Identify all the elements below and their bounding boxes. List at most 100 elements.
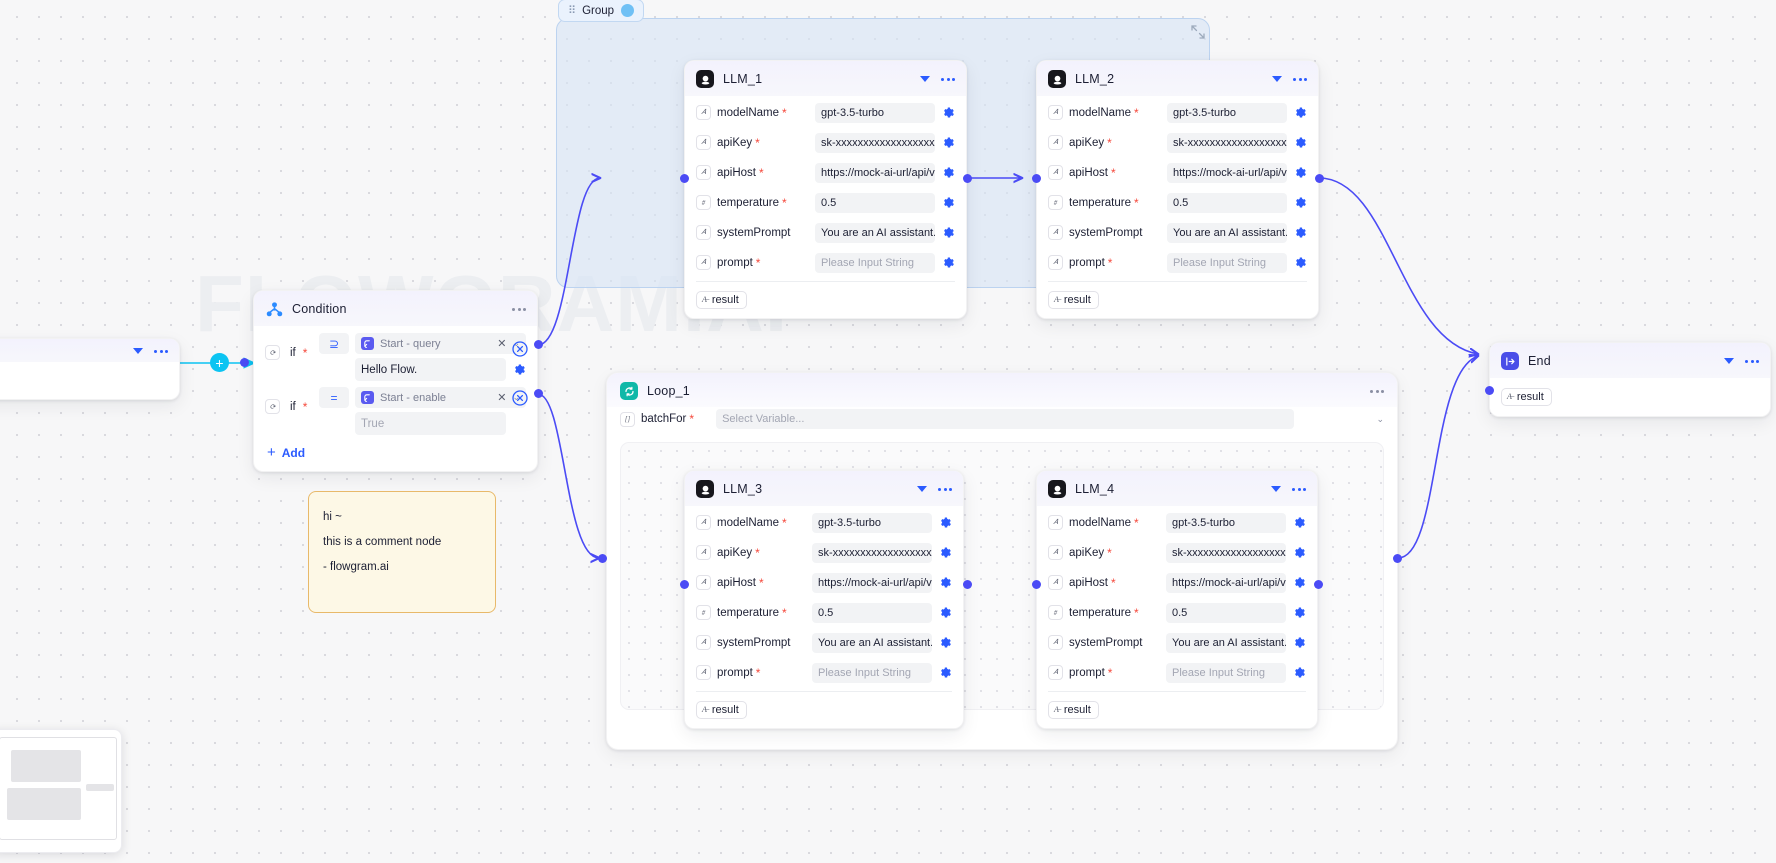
more-options-icon[interactable] xyxy=(1370,389,1384,393)
field-value-apiKey[interactable]: sk-xxxxxxxxxxxxxxxxxxxx xyxy=(812,542,932,563)
port-llm4-out[interactable] xyxy=(1314,580,1323,589)
gear-icon[interactable] xyxy=(1294,226,1307,239)
field-value-apiHost[interactable]: https://mock-ai-url/api/v xyxy=(1166,572,1286,593)
add-condition-button[interactable]: + Add xyxy=(265,441,526,460)
port-loop-in[interactable] xyxy=(598,554,607,563)
chevron-down-icon[interactable] xyxy=(920,76,930,82)
operator-badge[interactable]: ⊇ xyxy=(319,333,349,354)
field-value-prompt[interactable]: Please Input String xyxy=(1166,662,1286,683)
port-llm4-in[interactable] xyxy=(1032,580,1041,589)
field-value-modelName[interactable]: gpt-3.5-turbo xyxy=(1166,512,1286,533)
chevron-down-icon[interactable] xyxy=(917,486,927,492)
gear-icon[interactable] xyxy=(942,106,955,119)
loop-header[interactable]: Loop_1 xyxy=(607,373,1397,407)
field-value-systemPrompt[interactable]: You are an AI assistant. xyxy=(812,632,932,653)
field-value-temperature[interactable]: 0.5 xyxy=(1166,602,1286,623)
field-value-modelName[interactable]: gpt-3.5-turbo xyxy=(815,102,935,123)
group-color-swatch[interactable] xyxy=(621,4,635,17)
gear-icon[interactable] xyxy=(939,666,952,679)
condition-value[interactable]: Hello Flow. xyxy=(355,358,506,381)
port-llm2-in[interactable] xyxy=(1032,174,1041,183)
loop-batchfor-row[interactable]: [] batchFor * Select Variable... ⌄ xyxy=(607,407,1397,438)
gear-icon[interactable] xyxy=(942,136,955,149)
field-value-apiHost[interactable]: https://mock-ai-url/api/v xyxy=(815,162,935,183)
add-node-button[interactable]: + xyxy=(210,353,229,372)
operator-badge[interactable]: = xyxy=(319,387,349,408)
field-row-temperature[interactable]: #temperature*0.5 xyxy=(696,190,955,215)
group-header[interactable]: ⠿ Group xyxy=(558,0,645,22)
field-value-systemPrompt[interactable]: You are an AI assistant. xyxy=(1166,632,1286,653)
field-value-prompt[interactable]: Please Input String xyxy=(815,252,935,273)
field-row-temperature[interactable]: #temperature*0.5 xyxy=(1048,190,1307,215)
delete-branch-icon[interactable] xyxy=(512,390,528,411)
gear-icon[interactable] xyxy=(1294,166,1307,179)
batchfor-select[interactable]: Select Variable... xyxy=(716,409,1295,429)
field-value-systemPrompt[interactable]: You are an AI assistant. xyxy=(815,222,935,243)
delete-branch-icon[interactable] xyxy=(512,341,528,362)
chevron-down-icon[interactable] xyxy=(1271,486,1281,492)
chevron-down-icon[interactable] xyxy=(1724,358,1734,364)
gear-icon[interactable] xyxy=(942,196,955,209)
field-value-temperature[interactable]: 0.5 xyxy=(1167,192,1287,213)
minimap[interactable] xyxy=(0,729,122,853)
field-value-prompt[interactable]: Please Input String xyxy=(1167,252,1287,273)
variable-selector[interactable]: Start - enable ✕ ⌄ xyxy=(355,387,526,408)
llm4-header[interactable]: LLM_4 xyxy=(1037,471,1317,506)
variable-selector[interactable]: Start - query ✕ ⌄ xyxy=(355,333,526,354)
condition-row[interactable]: ⟳ if * = Start - enable ✕ ⌄ True xyxy=(265,387,526,435)
more-options-icon[interactable] xyxy=(1293,77,1307,81)
close-icon[interactable]: ✕ xyxy=(497,338,507,350)
gear-icon[interactable] xyxy=(939,606,952,619)
port-llm3-in[interactable] xyxy=(680,580,689,589)
more-options-icon[interactable] xyxy=(154,349,168,353)
gear-icon[interactable] xyxy=(513,363,526,376)
field-value-prompt[interactable]: Please Input String xyxy=(812,662,932,683)
field-value-apiKey[interactable]: sk-xxxxxxxxxxxxxxxxxxxx xyxy=(1167,132,1287,153)
field-value-apiHost[interactable]: https://mock-ai-url/api/v xyxy=(812,572,932,593)
port-end-in[interactable] xyxy=(1485,386,1494,395)
field-value-temperature[interactable]: 0.5 xyxy=(815,192,935,213)
gear-icon[interactable] xyxy=(939,546,952,559)
gear-icon[interactable] xyxy=(1294,106,1307,119)
gear-icon[interactable] xyxy=(939,576,952,589)
gear-icon[interactable] xyxy=(1293,666,1306,679)
node-start[interactable]: [ ] array_obj xyxy=(0,338,180,400)
gear-icon[interactable] xyxy=(942,226,955,239)
more-options-icon[interactable] xyxy=(941,77,955,81)
field-value-modelName[interactable]: gpt-3.5-turbo xyxy=(812,512,932,533)
gear-icon[interactable] xyxy=(1294,256,1307,269)
gear-icon[interactable] xyxy=(942,166,955,179)
port-llm1-out[interactable] xyxy=(963,174,972,183)
llm1-header[interactable]: LLM_1 xyxy=(685,61,966,96)
condition-row[interactable]: ⟳ if * ⊇ Start - query ✕ ⌄ Hello xyxy=(265,333,526,381)
end-header[interactable]: End xyxy=(1490,343,1770,378)
more-options-icon[interactable] xyxy=(512,307,526,311)
gear-icon[interactable] xyxy=(1293,636,1306,649)
condition-value[interactable]: True xyxy=(355,412,506,435)
gear-icon[interactable] xyxy=(1293,606,1306,619)
chevron-down-icon[interactable] xyxy=(1272,76,1282,82)
port-condition-in[interactable] xyxy=(240,358,249,367)
condition-header[interactable]: Condition xyxy=(254,291,537,326)
port-llm3-out[interactable] xyxy=(963,580,972,589)
llm3-header[interactable]: LLM_3 xyxy=(685,471,963,506)
